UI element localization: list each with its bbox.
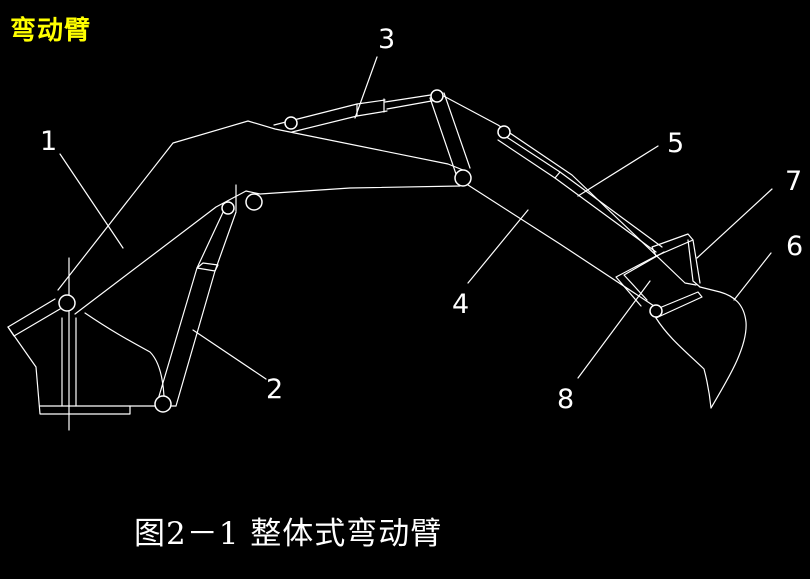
part-label-4: 4 <box>452 289 469 320</box>
arm-cylinder <box>273 93 438 133</box>
part-label-2: 2 <box>266 374 283 405</box>
part-label-8: 8 <box>557 384 574 415</box>
figure-caption: 图2－1 整体式弯动臂 <box>134 516 443 552</box>
stick-arm <box>429 92 697 307</box>
part-label-5: 5 <box>667 128 684 159</box>
base-mount <box>7 257 177 431</box>
pin-arm-cyl-base <box>284 116 298 130</box>
bucket-outline <box>655 286 747 409</box>
leader-lines <box>59 56 773 380</box>
pin-boom-cyl-base <box>154 395 172 413</box>
pin-arm-cyl-rod <box>430 89 444 103</box>
pin-bucket <box>649 304 663 318</box>
bucket-cylinder <box>497 135 663 253</box>
pin-boom-elbow <box>245 193 263 211</box>
boom-cylinder <box>156 207 237 407</box>
pivot-pins <box>58 89 663 413</box>
pin-boom-cyl-top <box>221 201 235 215</box>
pin-bucket-cyl-base <box>497 125 511 139</box>
pin-boom-base <box>58 294 76 312</box>
bucket-linkage <box>615 233 703 319</box>
drawing-lines <box>7 56 773 431</box>
part-label-6: 6 <box>786 231 803 262</box>
heading-title: 弯动臂 <box>10 16 92 46</box>
pin-stick-joint <box>454 169 472 187</box>
part-label-1: 1 <box>40 126 57 157</box>
part-label-3: 3 <box>378 24 395 55</box>
part-number-labels: 1 2 3 4 5 6 7 8 <box>40 24 803 415</box>
boom-outline <box>7 120 469 337</box>
part-label-7: 7 <box>785 166 802 197</box>
